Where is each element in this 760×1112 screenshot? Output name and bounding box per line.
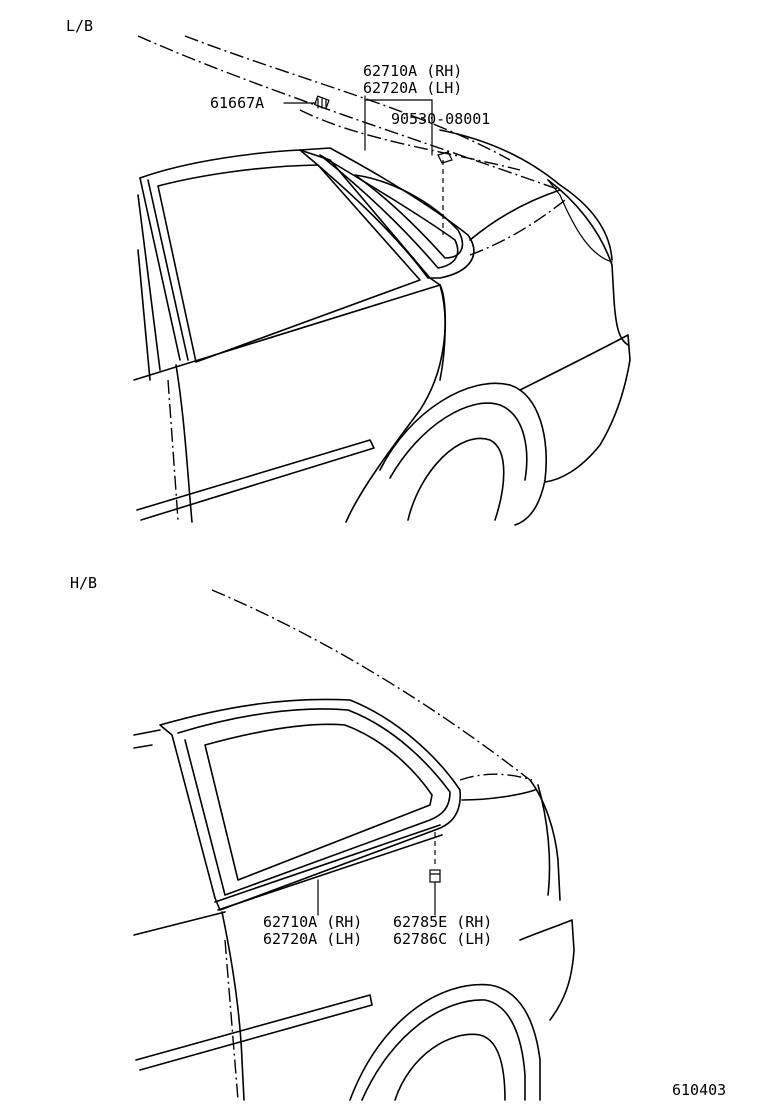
lb-trunk-line	[299, 109, 521, 171]
hb-quarter-molding-inner	[177, 708, 451, 896]
lb-molding-rh-callout: 62710A (RH)	[363, 62, 462, 80]
lb-b-pillar	[139, 177, 189, 361]
lb-trunk-lid	[439, 129, 613, 261]
lb-clip-part	[313, 95, 330, 110]
lb-door-frame	[139, 149, 441, 286]
lb-door-glass	[157, 164, 421, 363]
lb-molding-lh-callout: 62720A (LH)	[363, 79, 462, 97]
lb-screw-part	[437, 151, 453, 164]
hb-clip-rh-callout: 62785E (RH)	[393, 913, 492, 931]
hb-view: H/B 62710A (RH) 62720	[70, 574, 575, 1101]
hb-wheel-arch-inner	[361, 999, 526, 1101]
lb-door-line	[175, 364, 193, 523]
hb-quarter-glass	[204, 723, 433, 881]
lb-pillar-left	[137, 194, 161, 381]
hb-section-label: H/B	[70, 574, 97, 592]
hb-molding-rh-callout: 62710A (RH)	[263, 913, 362, 931]
lb-rear-bumper	[519, 334, 631, 483]
hb-door-seam	[224, 939, 239, 1101]
lb-tire	[407, 437, 505, 521]
lb-wheel-arch-inner	[389, 402, 528, 481]
hb-roof-line	[211, 589, 531, 781]
lb-tail-light	[547, 179, 613, 263]
lb-roof-line-inner	[184, 35, 511, 161]
hb-belt-line	[133, 911, 226, 936]
lb-view: L/B	[66, 17, 631, 526]
lb-quarter-panel	[469, 189, 561, 241]
hb-rear-hatch	[529, 779, 561, 901]
lb-section-label: L/B	[66, 17, 93, 35]
lb-tail-panel	[547, 179, 629, 346]
lb-leader-molding	[364, 95, 433, 156]
hb-shoulder-line	[459, 773, 533, 781]
hb-molding-bottom	[214, 824, 443, 911]
hb-quarter-molding-outer	[159, 698, 461, 911]
hb-clip-lh-callout: 62786C (LH)	[393, 930, 492, 948]
hb-rear-hatch-edge	[537, 784, 551, 896]
hb-door-rear-edge	[221, 911, 245, 1101]
lb-belt-line	[133, 284, 447, 381]
lb-wheel-arch	[379, 382, 548, 526]
hb-tire	[394, 1033, 506, 1101]
hb-clip-part	[429, 869, 441, 883]
lb-door-rear-edge	[345, 284, 446, 523]
lb-quarter-molding-outer	[299, 147, 475, 279]
lb-side-molding	[136, 439, 375, 521]
figure-number: 610403	[672, 1081, 726, 1099]
hb-side-molding	[135, 994, 373, 1071]
hb-molding-lh-callout: 62720A (LH)	[263, 930, 362, 948]
lb-quarter-glass	[354, 174, 464, 259]
hb-quarter-shoulder	[461, 789, 536, 801]
hb-pillar-left	[133, 729, 161, 749]
lb-roof-line	[137, 35, 561, 191]
lb-screw-callout: 90530-08001	[391, 110, 490, 128]
hb-wheel-arch	[349, 983, 541, 1101]
lb-quarter-molding-inner	[319, 154, 459, 269]
lb-clip-callout: 61667A	[210, 94, 264, 112]
hb-rear-bumper	[519, 919, 575, 1021]
lb-quarter-shoulder	[469, 199, 566, 256]
